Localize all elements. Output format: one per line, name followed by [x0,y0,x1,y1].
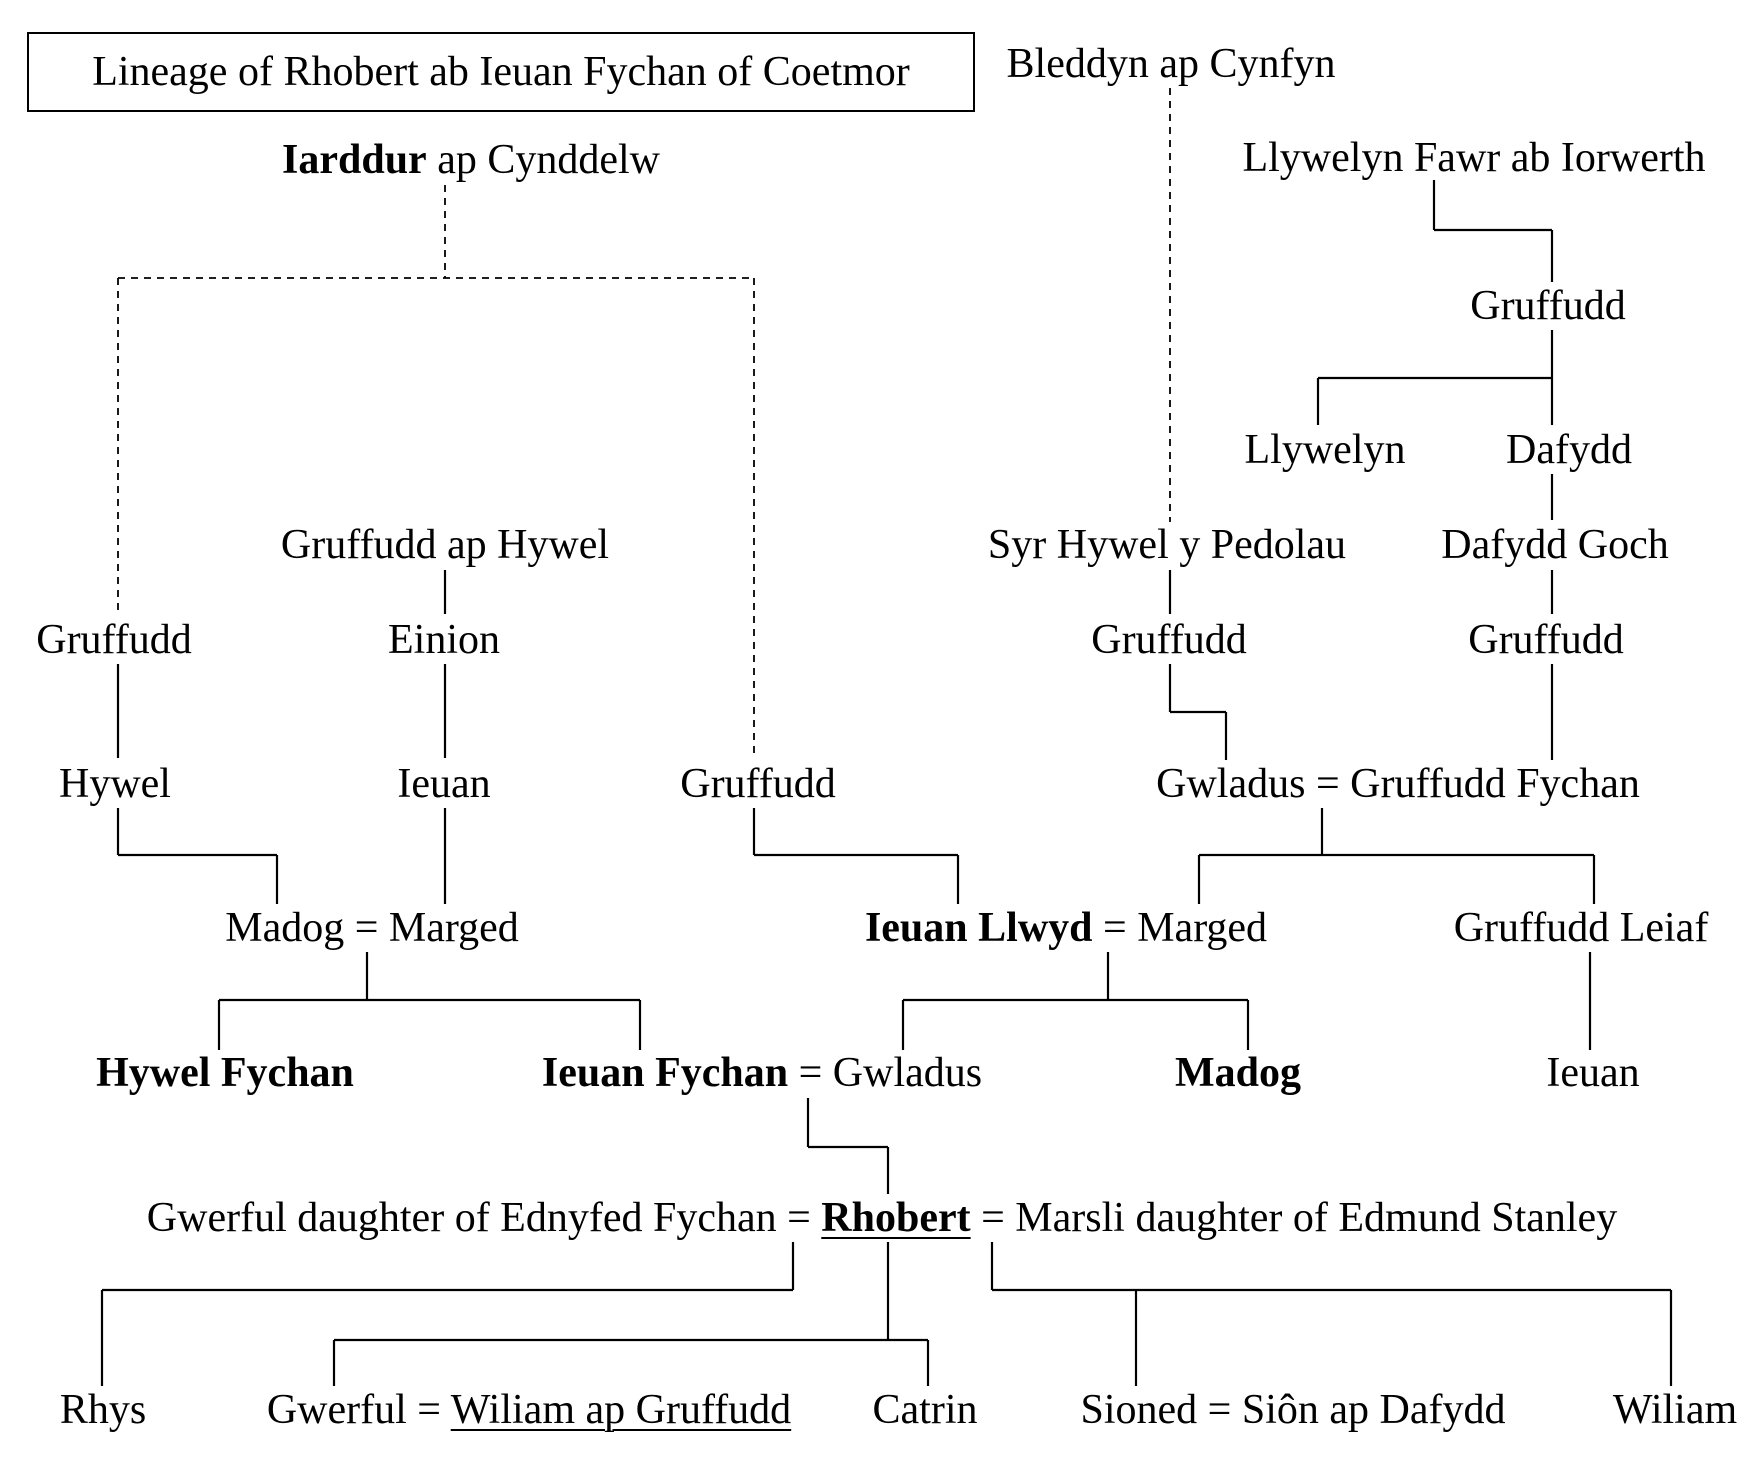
marriage-sign: = [1092,905,1138,951]
partner-wiliam-ap-gruffudd: Wiliam ap Gruffudd [450,1387,792,1433]
person-rhobert: Rhobert [821,1195,971,1241]
partner-gwerful: Gwerful [266,1387,407,1433]
marriage-sign: = [788,1050,833,1096]
person-gruffudd-ap-hywel: Gruffudd ap Hywel [280,522,610,568]
person-catrin: Catrin [872,1387,978,1433]
person-dafydd-goch: Dafydd Goch [1441,522,1669,568]
couple-rhobert-row: Gwerful daughter of Ednyfed Fychan = Rho… [147,1194,1617,1242]
person-gruffudd: Gruffudd [1091,617,1247,663]
couple-madog-marged: Madog = Marged [225,904,519,952]
person-ieuan: Ieuan [397,761,491,807]
couple-ieuan-llwyd-marged: Ieuan Llwyd = Marged [865,904,1267,952]
person-name-rest: ap Cynddelw [426,137,660,183]
couple-sioned-sion: Sioned = Siôn ap Dafydd [1081,1386,1506,1434]
person-einion: Einion [388,617,500,663]
person-gruffudd: Gruffudd [36,617,192,663]
person-rhys: Rhys [59,1387,147,1433]
person-hywel: Hywel [59,761,171,807]
diagram-title: Lineage of Rhobert ab Ieuan Fychan of Co… [27,32,975,112]
person-llywelyn: Llywelyn [1244,427,1406,473]
partner-marged: Marged [388,905,519,951]
person-bleddyn: Bleddyn ap Cynfyn [1006,41,1336,87]
marriage-sign: = [1197,1387,1242,1433]
person-name-bold: Iarddur [282,137,427,183]
person-hywel-fychan: Hywel Fychan [96,1049,354,1097]
person-llywelyn-fawr: Llywelyn Fawr ab Iorwerth [1242,135,1706,181]
person-gruffudd: Gruffudd [1468,617,1624,663]
marriage-sign: = [776,1195,822,1241]
person-gruffudd: Gruffudd [1470,283,1626,329]
partner-madog: Madog [225,905,345,951]
person-dafydd: Dafydd [1506,427,1632,473]
wife-gwerful: Gwerful daughter of Ednyfed Fychan [146,1195,777,1241]
person-name-bold: Madog [1175,1050,1301,1096]
person-gruffudd-leiaf: Gruffudd Leiaf [1453,905,1709,951]
partner-ieuan-llwyd: Ieuan Llwyd [864,905,1093,951]
person-gruffudd: Gruffudd [680,761,836,807]
wife-marsli: Marsli daughter of Edmund Stanley [1015,1195,1618,1241]
partner-marged: Marged [1137,905,1268,951]
couple-ieuan-fychan-gwladus: Ieuan Fychan = Gwladus [542,1049,982,1097]
person-madog: Madog [1175,1049,1301,1097]
marriage-sign: = [344,905,389,951]
person-wiliam: Wiliam [1612,1387,1738,1433]
marriage-sign: = [1305,761,1351,807]
partner-ieuan-fychan: Ieuan Fychan [541,1050,789,1096]
marriage-sign: = [406,1387,451,1433]
partner-gwladus: Gwladus [1156,761,1306,807]
partner-sion-ap-dafydd: Siôn ap Dafydd [1241,1387,1506,1433]
person-name-bold: Hywel Fychan [96,1050,354,1096]
couple-gwerful-wiliam: Gwerful = Wiliam ap Gruffudd [267,1386,791,1434]
person-syr-hywel: Syr Hywel y Pedolau [987,522,1347,568]
partner-gwladus: Gwladus [832,1050,983,1096]
couple-gwladus-gruffudd-fychan: Gwladus = Gruffudd Fychan [1156,760,1640,808]
marriage-sign: = [970,1195,1016,1241]
person-ieuan: Ieuan [1546,1050,1640,1096]
partner-sioned: Sioned [1080,1387,1198,1433]
partner-gruffudd-fychan: Gruffudd Fychan [1350,761,1640,807]
person-iarddur: Iarddur ap Cynddelw [282,136,660,184]
